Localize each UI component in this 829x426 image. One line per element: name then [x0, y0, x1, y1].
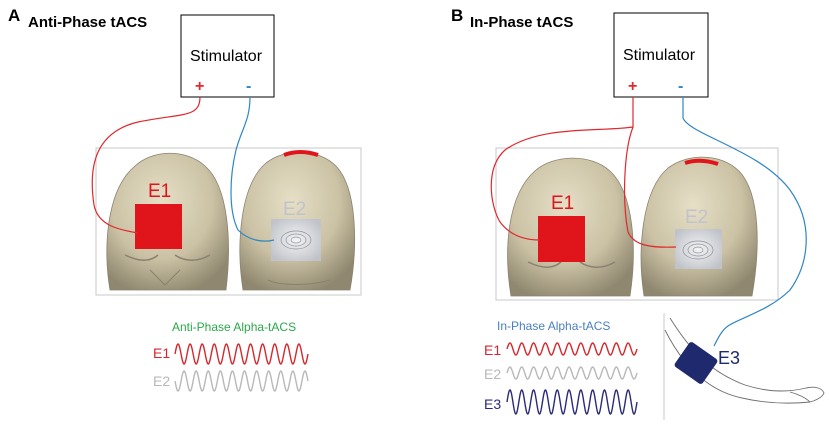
- wire-positive-b-branch: [623, 126, 677, 248]
- panel-a-letter: A: [8, 6, 21, 25]
- arm-b: [664, 317, 825, 404]
- wave-label-e2-b: E2: [484, 366, 502, 382]
- wire-positive-b: [490, 97, 634, 241]
- head-back-b: [640, 156, 758, 297]
- electrode-label-e1-b: E1: [551, 193, 575, 214]
- plus-sign-a: +: [195, 78, 205, 95]
- electrode-label-e2-b: E2: [685, 207, 709, 228]
- plus-sign-b: +: [628, 78, 638, 95]
- electrode-e1-b: [538, 216, 585, 262]
- electrode-top-b: [684, 158, 719, 166]
- pad-ripples-b: [682, 240, 714, 260]
- wire-negative-b: [682, 97, 807, 347]
- waveform-title-b: In-Phase Alpha-tACS: [497, 319, 611, 333]
- electrode-label-e2-a: E2: [283, 199, 307, 220]
- wave-e2-b: [506, 366, 638, 380]
- stimulator-box-b: [613, 12, 709, 98]
- electrode-label-e3-b: E3: [718, 348, 741, 368]
- pad-ripples-a: [280, 230, 312, 250]
- waveform-title-a: Anti-Phase Alpha-tACS: [172, 320, 297, 334]
- wave-label-e3-b: E3: [484, 396, 502, 412]
- wave-label-e1-b: E1: [484, 342, 502, 358]
- panel-b-title: In-Phase tACS: [470, 14, 574, 31]
- minus-sign-a: -: [246, 78, 252, 95]
- electrode-e2-a: [271, 219, 321, 261]
- wave-e3-b: [506, 389, 638, 415]
- electrode-label-e1-a: E1: [148, 181, 172, 202]
- wave-e1-b: [506, 342, 638, 356]
- electrode-top-a: [283, 150, 319, 157]
- wire-positive-a: [91, 96, 201, 234]
- stimulator-label-a: Stimulator: [190, 48, 263, 65]
- wire-negative-a: [230, 96, 275, 242]
- wave-e1-a: [174, 343, 309, 365]
- minus-sign-b: -: [678, 78, 684, 95]
- panel-a-title: Anti-Phase tACS: [28, 14, 148, 31]
- electrode-e3-b: [674, 342, 718, 384]
- panel-b-letter: B: [451, 6, 464, 25]
- wave-label-e1-a: E1: [153, 345, 171, 361]
- wave-e2-a: [174, 370, 309, 392]
- electrode-e2-b: [675, 229, 722, 269]
- electrode-e1-a: [135, 204, 182, 249]
- stimulator-label-b: Stimulator: [623, 47, 696, 64]
- wave-label-e2-a: E2: [153, 373, 171, 389]
- stimulator-box-a: [180, 14, 275, 98]
